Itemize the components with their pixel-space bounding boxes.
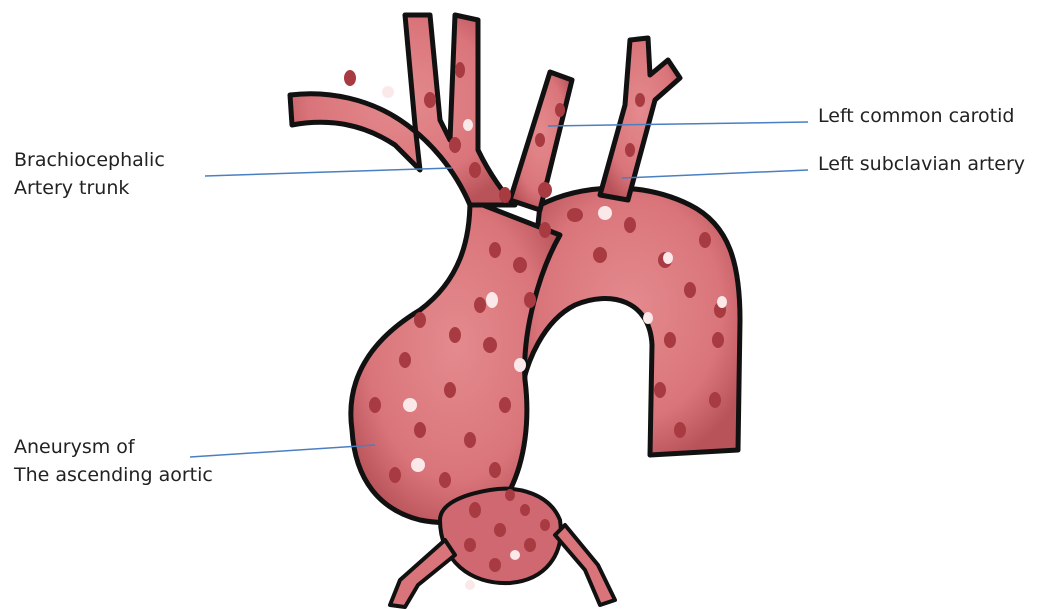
coronary-left	[390, 540, 455, 607]
brachiocephalic-trunk	[290, 15, 515, 205]
label-aneurysm: Aneurysm of The ascending aortic	[14, 433, 213, 489]
label-brachiocephalic-line2: Artery trunk	[14, 174, 165, 202]
leader-line-brachiocephalic	[205, 168, 452, 176]
label-aneurysm-line1: Aneurysm of	[14, 433, 213, 461]
leader-line-aneurysm	[190, 445, 375, 457]
label-brachiocephalic-trunk: Brachiocephalic Artery trunk	[14, 146, 165, 202]
leader-line-left-subclavian	[622, 170, 808, 178]
label-left-subclavian-artery-text: Left subclavian artery	[818, 150, 1025, 178]
label-left-common-carotid-text: Left common carotid	[818, 102, 1014, 130]
label-left-common-carotid: Left common carotid	[818, 102, 1014, 130]
coronary-right	[555, 525, 615, 605]
label-aneurysm-line2: The ascending aortic	[14, 461, 213, 489]
leader-line-left-common-carotid	[548, 122, 808, 126]
label-brachiocephalic-line1: Brachiocephalic	[14, 146, 165, 174]
label-left-subclavian-artery: Left subclavian artery	[818, 150, 1025, 178]
